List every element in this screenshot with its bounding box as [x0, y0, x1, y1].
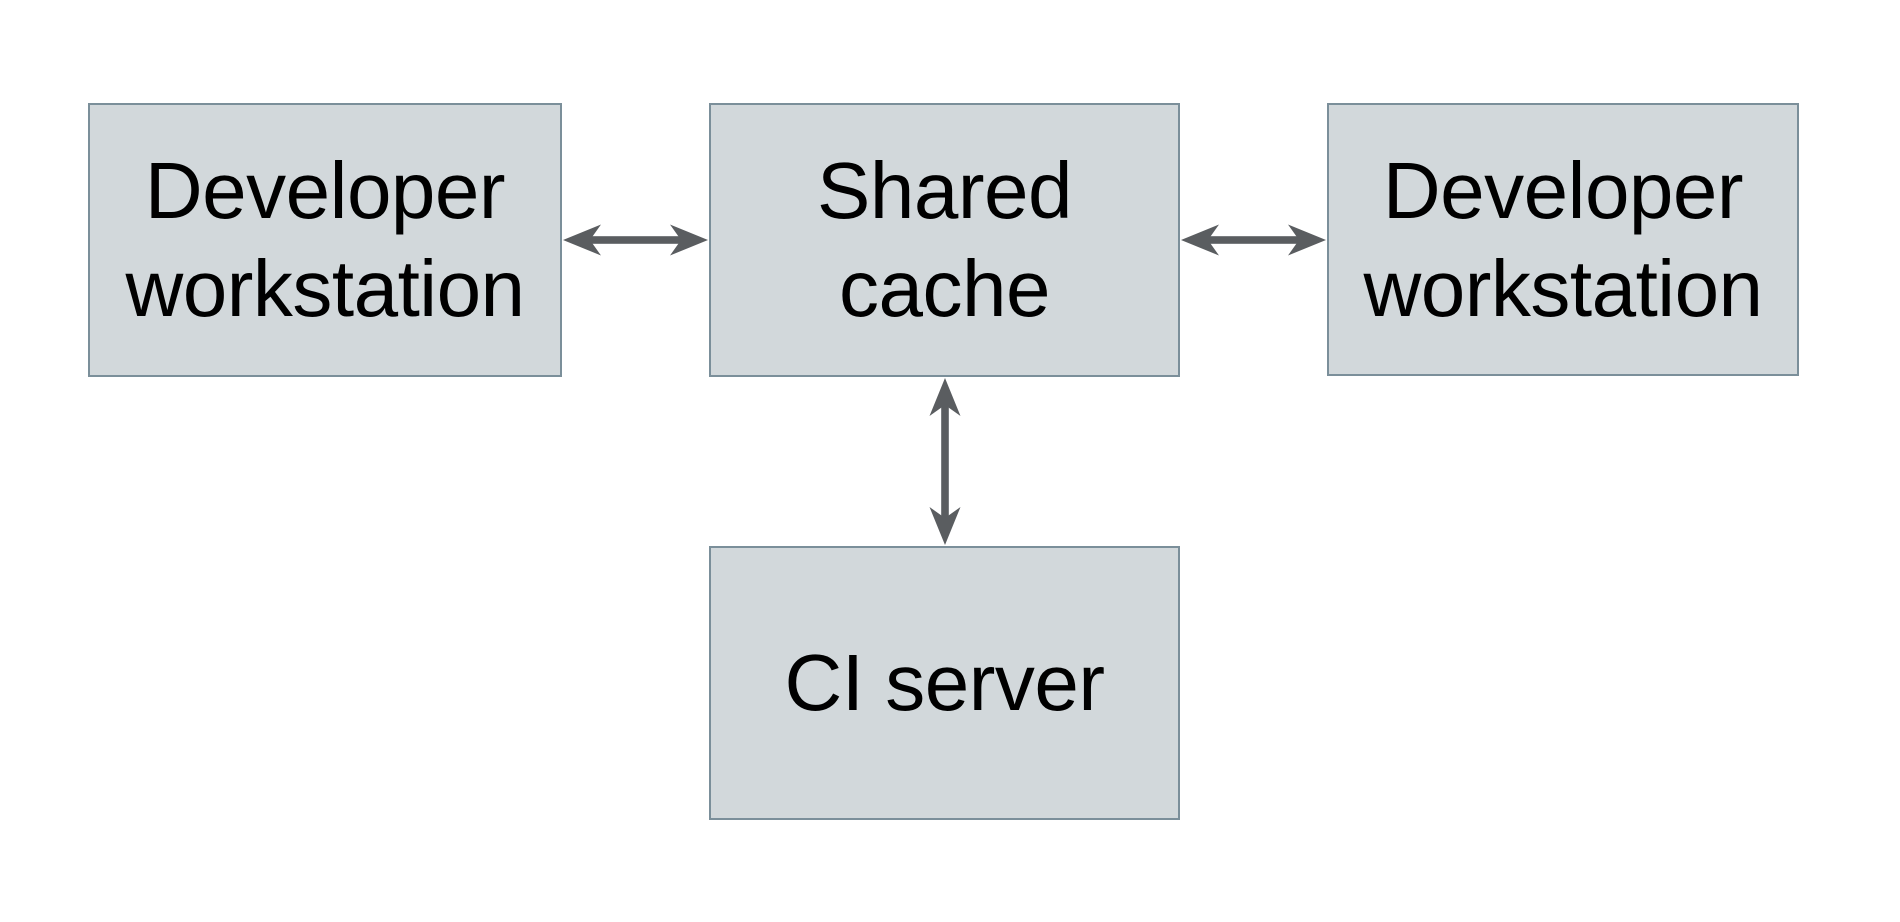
node-label-line: workstation: [1363, 243, 1763, 333]
bidirectional-arrow-left-icon: [563, 224, 708, 256]
node-label-line: Developer: [144, 146, 506, 236]
node-developer-workstation-left: Developer workstation: [88, 103, 562, 377]
node-label-developer-workstation-left: Developer workstation: [125, 142, 525, 337]
node-developer-workstation-right: Developer workstation: [1327, 103, 1799, 376]
node-shared-cache: Shared cache: [709, 103, 1180, 377]
bidirectional-arrow-right-icon: [1181, 224, 1326, 256]
node-label-line: cache: [839, 244, 1050, 333]
bidirectional-arrow-vertical-icon: [929, 378, 961, 545]
node-label-ci-server: CI server: [784, 634, 1106, 732]
node-ci-server: CI server: [709, 546, 1180, 820]
node-label-line: Shared: [817, 146, 1072, 236]
node-label-line: Developer: [1382, 145, 1744, 235]
node-label-line: workstation: [125, 244, 525, 333]
node-label-shared-cache: Shared cache: [817, 142, 1072, 337]
node-label-line: CI server: [784, 638, 1106, 728]
node-label-developer-workstation-right: Developer workstation: [1363, 142, 1763, 337]
